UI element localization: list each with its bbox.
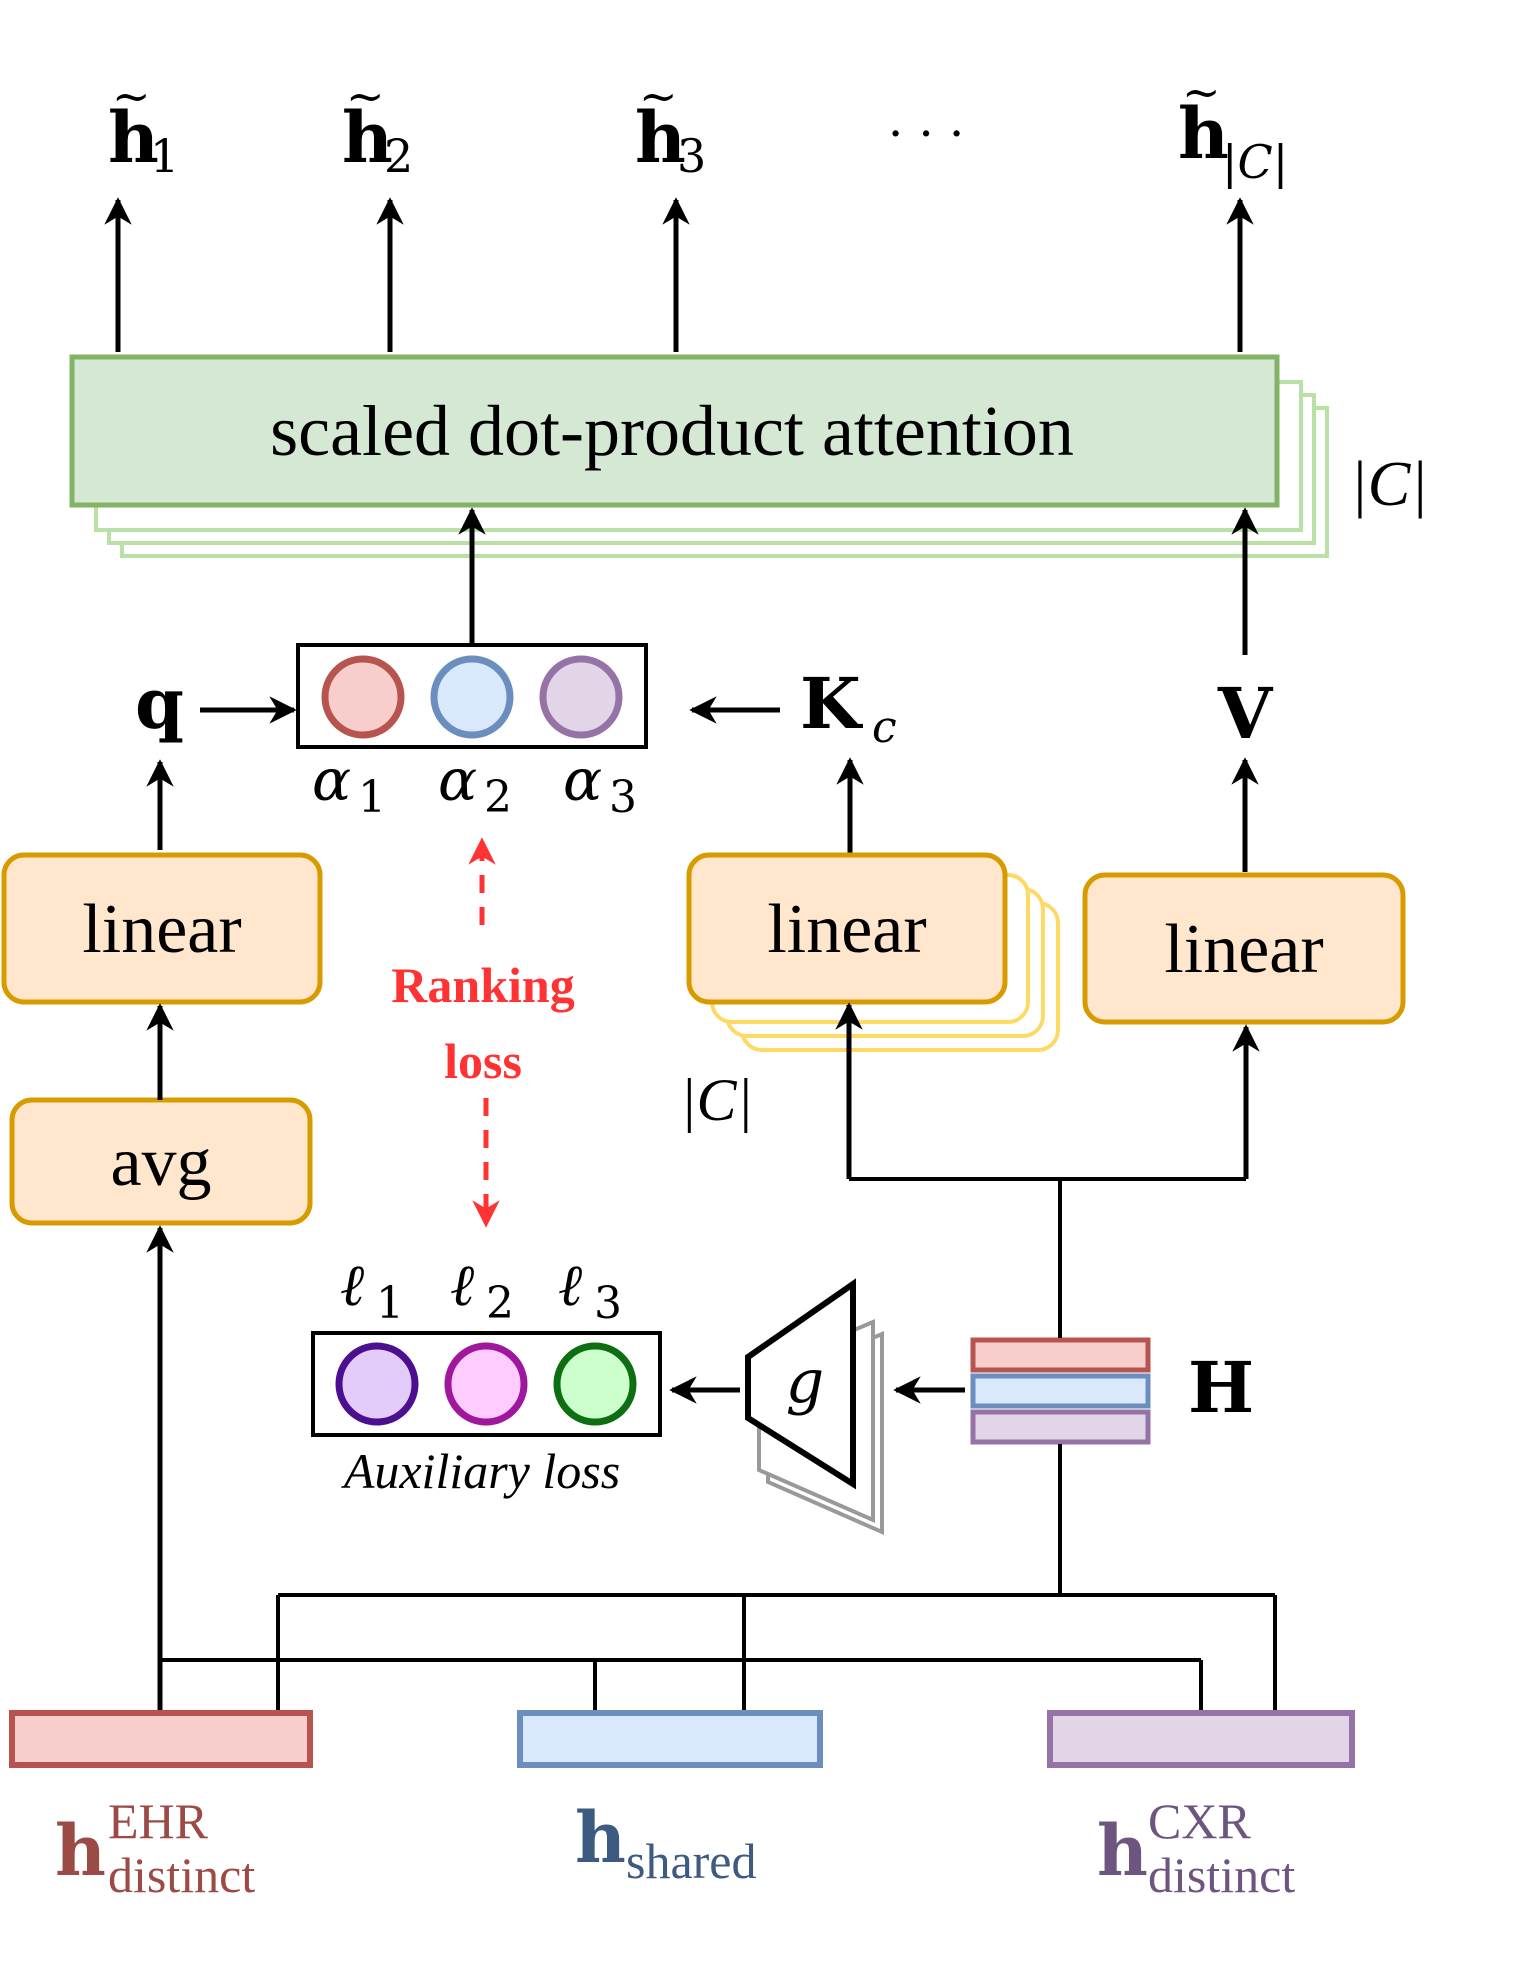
alpha3-circle [539, 655, 623, 739]
key-linear-box [686, 852, 1008, 1005]
q-arrows [146, 696, 297, 850]
output-arrows [104, 197, 1254, 352]
output-ellipsis: · · · [888, 106, 964, 162]
alpha3-sub: 3 [609, 772, 637, 823]
input-cxr-sub: distinct [1148, 1847, 1295, 1903]
input-bar-cxr [1047, 1710, 1355, 1768]
alpha3-base: α [563, 746, 602, 814]
input-cxr-base: h [1097, 1809, 1148, 1892]
output-h2: h ~ 2 [342, 69, 413, 183]
g-label: g [786, 1347, 824, 1417]
ell1-base: ℓ [340, 1251, 364, 1319]
output-h3-sub: 3 [677, 129, 706, 183]
output-h1-sub: 1 [150, 129, 179, 183]
value-linear-label: linear [1164, 911, 1323, 988]
input-wiring [160, 1593, 1277, 1712]
key-linear-stack: linear [686, 852, 1060, 1052]
H-label: H [1188, 1346, 1254, 1429]
ell3-sub: 3 [594, 1278, 622, 1329]
input-ehr-sub: distinct [108, 1847, 255, 1903]
H-row-ehr [970, 1337, 1151, 1373]
k-sub: c [872, 702, 897, 753]
ell-labels: ℓ 1 ℓ 2 ℓ 3 [340, 1251, 622, 1329]
ell3-base: ℓ [558, 1251, 582, 1319]
input-label-cxr: h CXR distinct [1097, 1793, 1295, 1903]
input-bar-ehr [9, 1710, 313, 1768]
attention-box [69, 354, 1280, 508]
alpha2-sub: 2 [484, 772, 512, 823]
output-h3-tilde: ~ [639, 69, 678, 123]
input-ehr-base: h [55, 1809, 106, 1892]
H-connectors [835, 1002, 1260, 1595]
avg: avg [9, 1097, 313, 1226]
attention-label: scaled dot-product attention [270, 391, 1074, 471]
H-row-cxr [970, 1409, 1151, 1445]
input-label-shared: h shared [575, 1796, 757, 1889]
g-stack: g [745, 1278, 884, 1536]
alpha1-base: α [312, 746, 351, 814]
alpha-box [296, 643, 648, 749]
ell2-sub: 2 [486, 1278, 514, 1329]
v-label: V [1217, 672, 1274, 755]
input-label-ehr: h EHR distinct [55, 1793, 255, 1903]
alpha-labels: α 1 α 2 α 3 [312, 746, 637, 823]
k-base: K [800, 662, 863, 745]
H-stack [970, 1337, 1151, 1445]
attention-count-label: |C| [1350, 448, 1428, 519]
alpha1-sub: 1 [358, 772, 386, 823]
ranking-loss: Ranking loss [391, 837, 575, 1228]
value-linear: linear [1082, 872, 1406, 1025]
output-hC-tilde: ~ [1182, 65, 1221, 119]
output-hC: h ~ |C| [1178, 65, 1288, 189]
output-h2-sub: 2 [384, 129, 413, 183]
attention-input-arrows [458, 507, 1259, 655]
k-label: K c [800, 662, 897, 753]
g-trapezoid [745, 1278, 856, 1490]
query-linear: linear [1, 852, 323, 1005]
input-ehr-sup: EHR [108, 1793, 209, 1849]
auxiliary-loss-label: Auxiliary loss [341, 1443, 620, 1499]
input-cxr-sup: CXR [1148, 1793, 1251, 1849]
q-label: q [135, 662, 184, 745]
alpha2-circle [430, 655, 514, 739]
key-linear-count-label: |C| [680, 1067, 753, 1133]
query-linear-label: linear [82, 891, 241, 968]
output-h3: h ~ 3 [635, 69, 706, 183]
attention-stack: scaled dot-product attention [69, 354, 1329, 558]
alpha2-base: α [438, 746, 477, 814]
input-shared-sub: shared [626, 1833, 757, 1889]
output-hC-base: h [1178, 92, 1229, 175]
ell2-base: ℓ [450, 1251, 474, 1319]
query-linear-box [1, 852, 323, 1005]
value-linear-box [1082, 872, 1406, 1025]
input-shared-base: h [575, 1796, 626, 1879]
output-h1-tilde: ~ [112, 69, 151, 123]
H-row-shared [970, 1373, 1151, 1409]
auxiliary-box [311, 1331, 662, 1437]
avg-label: avg [110, 1124, 211, 1201]
output-h1-base: h [108, 96, 159, 179]
output-hC-sub: |C| [1222, 135, 1288, 189]
output-h1: h ~ 1 [108, 69, 179, 183]
ell1-sub: 1 [376, 1278, 404, 1329]
ell1-circle [335, 1342, 419, 1426]
k-arrows [689, 696, 864, 855]
ranking-loss-line2: loss [444, 1033, 522, 1089]
output-h2-tilde: ~ [346, 69, 385, 123]
ell2-circle [444, 1342, 528, 1426]
output-h3-base: h [635, 96, 686, 179]
alpha1-circle [321, 655, 405, 739]
ranking-loss-line1: Ranking [391, 957, 574, 1013]
input-bar-shared [517, 1710, 823, 1768]
output-h2-base: h [342, 96, 393, 179]
key-linear-label: linear [767, 891, 926, 968]
ell3-circle [553, 1342, 637, 1426]
